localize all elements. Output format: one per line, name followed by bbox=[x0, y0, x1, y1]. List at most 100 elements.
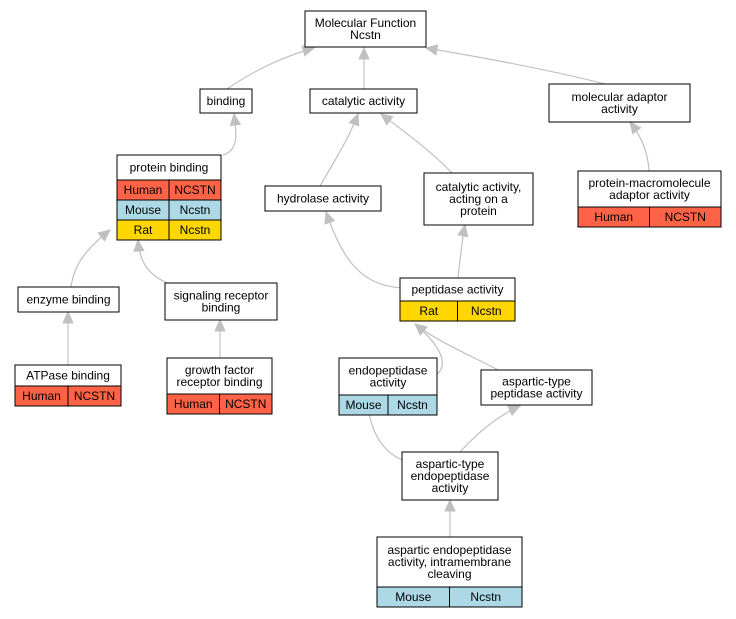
arrowhead bbox=[133, 238, 145, 252]
node-box bbox=[423, 172, 534, 226]
node-label: activity bbox=[432, 481, 469, 495]
node-label: activity, intramembrane bbox=[388, 555, 511, 569]
gene-cell bbox=[457, 300, 516, 322]
arrowhead bbox=[324, 210, 336, 225]
node-label: endopeptidase bbox=[411, 469, 490, 483]
gene-label: Ncstn bbox=[180, 203, 211, 217]
arrowhead bbox=[424, 44, 439, 56]
species-label: Human bbox=[124, 183, 163, 197]
node-box bbox=[164, 282, 278, 321]
arrowhead bbox=[97, 229, 111, 242]
node-binding: binding bbox=[199, 88, 253, 114]
node-label: aspartic-type bbox=[502, 375, 571, 389]
arrowhead bbox=[229, 112, 242, 127]
node-label: catalytic activity bbox=[322, 94, 405, 108]
arrowhead bbox=[358, 46, 370, 60]
gene-label: Ncstn bbox=[470, 590, 501, 604]
edge-binding-to-mf-ncstn bbox=[226, 47, 315, 90]
node-label: hydrolase activity bbox=[277, 192, 369, 206]
species-label: Mouse bbox=[125, 203, 161, 217]
node-label: activity bbox=[370, 376, 407, 390]
gene-label: NCSTN bbox=[174, 183, 215, 197]
species-label: Human bbox=[22, 389, 61, 403]
gene-label: Ncstn bbox=[471, 304, 502, 318]
species-label: Human bbox=[174, 397, 213, 411]
edge-molecular-adaptor-activity-to-mf-ncstn bbox=[425, 47, 606, 85]
node-box bbox=[199, 88, 253, 114]
gene-cell bbox=[219, 393, 273, 415]
arrowhead bbox=[444, 498, 456, 512]
gene-label: NCSTN bbox=[225, 397, 266, 411]
node-label: adaptor activity bbox=[609, 188, 690, 202]
node-label: aspartic endopeptidase bbox=[387, 543, 511, 557]
node-box bbox=[401, 451, 499, 501]
edge-signaling-receptor-binding-to-protein-binding bbox=[137, 239, 168, 284]
edge-peptidase-activity-to-hydrolase-activity bbox=[325, 211, 403, 289]
node-label: endopeptidase bbox=[349, 364, 428, 378]
node-label: binding bbox=[207, 94, 246, 108]
node-box bbox=[304, 10, 427, 48]
node-label: binding bbox=[202, 301, 241, 315]
species-label: Human bbox=[594, 210, 633, 224]
arrowhead bbox=[457, 223, 469, 238]
node-label: cleaving bbox=[427, 567, 471, 581]
gene-label: Ncstn bbox=[397, 398, 428, 412]
edges-layer bbox=[62, 44, 650, 537]
gene-cell bbox=[67, 385, 122, 407]
edge-catalytic-acting-on-protein-to-catalytic-activity bbox=[380, 113, 453, 174]
species-label: Rat bbox=[134, 223, 153, 237]
arrowhead bbox=[62, 310, 74, 324]
node-label: activity bbox=[601, 102, 638, 116]
node-label: signaling receptor bbox=[174, 289, 269, 303]
node-label: Ncstn bbox=[350, 28, 381, 42]
node-label: Molecular Function bbox=[315, 16, 416, 30]
node-label: protein binding bbox=[130, 161, 209, 175]
gene-cell bbox=[649, 206, 722, 228]
arrowhead bbox=[214, 318, 226, 332]
node-label: molecular adaptor bbox=[571, 90, 667, 104]
gene-cell bbox=[387, 394, 438, 416]
node-label: acting on a bbox=[449, 192, 508, 206]
arrowhead bbox=[629, 121, 642, 135]
arrowhead bbox=[348, 112, 360, 127]
gene-label: NCSTN bbox=[74, 389, 115, 403]
arrowhead bbox=[301, 45, 316, 57]
node-label: growth factor bbox=[185, 363, 254, 377]
node-label: ATPase binding bbox=[26, 369, 110, 383]
gene-cell bbox=[168, 219, 222, 241]
node-catalytic-activity: catalytic activity bbox=[309, 88, 418, 114]
node-box bbox=[480, 369, 593, 406]
gene-cell bbox=[449, 586, 523, 608]
arrowhead bbox=[507, 405, 522, 416]
species-label: Mouse bbox=[345, 398, 381, 412]
node-box bbox=[17, 286, 120, 313]
node-label: catalytic activity, bbox=[436, 180, 522, 194]
node-hydrolase-activity: hydrolase activity bbox=[264, 185, 382, 212]
gene-label: Ncstn bbox=[180, 223, 211, 237]
species-label: Rat bbox=[419, 304, 438, 318]
gene-label: NCSTN bbox=[665, 210, 706, 224]
node-label: protein-macromolecule bbox=[588, 176, 710, 190]
node-box bbox=[548, 83, 691, 123]
node-label: receptor binding bbox=[176, 375, 262, 389]
arrowhead bbox=[414, 323, 428, 336]
edge-hydrolase-activity-to-catalytic-activity bbox=[319, 113, 359, 187]
node-label: peptidase activity bbox=[411, 283, 503, 297]
species-label: Mouse bbox=[395, 590, 431, 604]
node-box bbox=[309, 88, 418, 114]
node-label: peptidase activity bbox=[490, 387, 582, 401]
node-enzyme-binding: enzyme binding bbox=[17, 286, 120, 313]
